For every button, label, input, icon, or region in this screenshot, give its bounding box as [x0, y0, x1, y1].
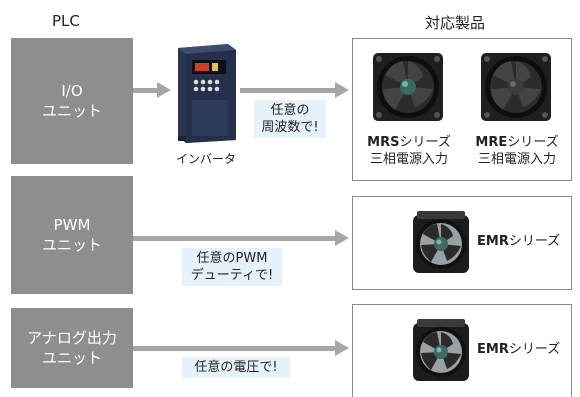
- arrow-plc-to-inverter-head: [157, 82, 171, 98]
- plc-box-analog-output-unit: アナログ出力 ユニット: [11, 308, 133, 388]
- signal-tag-pwm: 任意のPWM デューティで!: [182, 248, 282, 286]
- plc-box-label-line2: ユニット: [41, 349, 102, 367]
- signal-tag-line1: 任意の電圧で!: [194, 360, 278, 375]
- plc-box-label-line1: アナログ出力: [27, 329, 117, 347]
- signal-tag-line2: 周波数で!: [261, 120, 319, 135]
- product-model: EMR: [477, 234, 509, 249]
- arrow-analog-to-products-head: [335, 340, 349, 356]
- fan-icon: [477, 49, 555, 125]
- product-suffix: シリーズ: [508, 234, 561, 249]
- product-label-emr: EMRシリーズ: [477, 233, 560, 250]
- product-line2: 三相電源入力: [369, 152, 448, 167]
- product-box-row1: MRSシリーズ 三相電源入力 MREシリーズ 三相電源入力: [352, 38, 572, 181]
- product-box-row3: EMRシリーズ: [352, 304, 572, 397]
- plc-box-label-line2: ユニット: [41, 102, 102, 120]
- arrow-pwm-to-products: [133, 236, 336, 241]
- product-box-row2: EMRシリーズ: [352, 196, 572, 290]
- plc-box-label-line1: PWM: [53, 216, 91, 234]
- product-model: MRE: [475, 135, 508, 150]
- arrow-inverter-to-products-head: [335, 82, 349, 98]
- product-suffix: シリーズ: [507, 135, 559, 150]
- fan-icon: [409, 209, 473, 277]
- plc-box-label-line2: ユニット: [41, 236, 102, 254]
- plc-box-io-unit: I/O ユニット: [11, 38, 133, 164]
- arrow-inverter-to-products: [240, 88, 336, 93]
- signal-tag-frequency: 任意の 周波数で!: [254, 100, 326, 138]
- plc-box-label-line1: I/O: [61, 82, 83, 100]
- product-model: MRS: [367, 135, 400, 150]
- product-line2: 三相電源入力: [477, 152, 556, 167]
- product-label-emr: EMRシリーズ: [477, 341, 560, 358]
- inverter-label: インバータ: [176, 152, 237, 166]
- signal-tag-voltage: 任意の電圧で!: [182, 357, 290, 378]
- arrow-pwm-to-products-head: [335, 230, 349, 246]
- product-model: EMR: [477, 342, 509, 357]
- fan-icon: [409, 317, 473, 385]
- arrow-analog-to-products: [133, 346, 336, 351]
- inverter-icon: [172, 42, 238, 144]
- product-suffix: シリーズ: [508, 342, 561, 357]
- product-label-mrs: MRSシリーズ 三相電源入力: [361, 134, 457, 168]
- signal-tag-line1: 任意のPWM: [196, 251, 268, 266]
- signal-tag-line2: デューティで!: [190, 268, 274, 283]
- plc-box-pwm-unit: PWM ユニット: [11, 176, 133, 294]
- product-label-mre: MREシリーズ 三相電源入力: [469, 134, 565, 168]
- signal-tag-line1: 任意の: [270, 103, 310, 118]
- fan-icon: [369, 49, 447, 125]
- plc-header: PLC: [52, 12, 80, 30]
- products-header: 対応製品: [425, 14, 486, 32]
- product-suffix: シリーズ: [399, 135, 451, 150]
- arrow-plc-to-inverter: [133, 88, 159, 93]
